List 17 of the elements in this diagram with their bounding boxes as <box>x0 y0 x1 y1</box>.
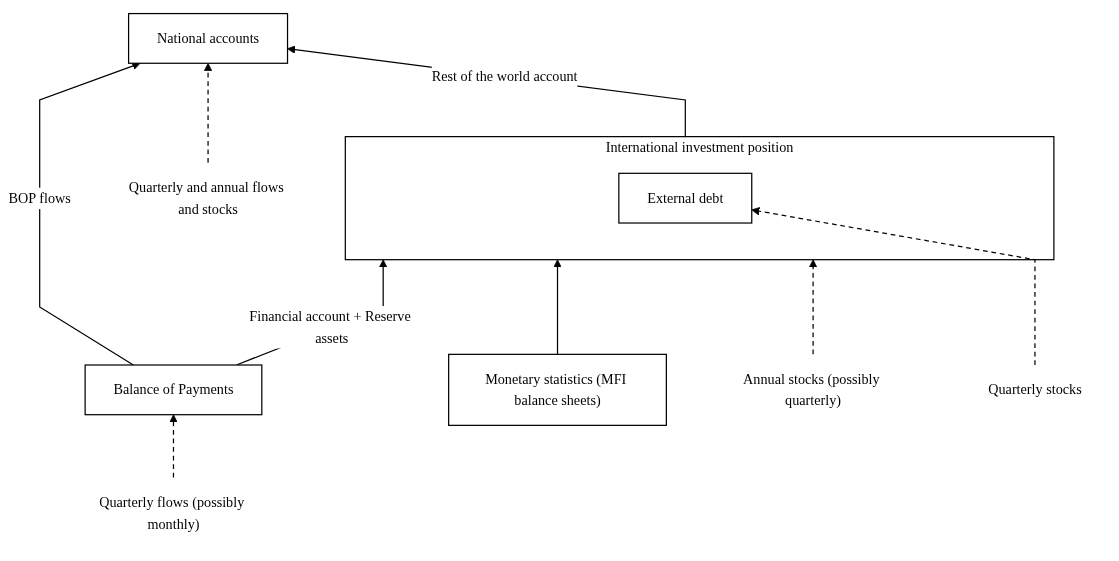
node-text: Quarterly and annual flows and stocks <box>128 179 284 216</box>
node-box: Monetary statistics (MFI balance sheets) <box>448 353 668 426</box>
edge-label: BOP flows <box>8 189 71 205</box>
node-box: Balance of Payments <box>84 363 263 415</box>
node-text: Quarterly stocks <box>988 381 1082 397</box>
arrow <box>169 413 178 478</box>
node-text: Annual stocks (possibly quarterly) <box>743 370 880 408</box>
arrow <box>287 45 687 137</box>
edge-label: Rest of the world account <box>431 68 578 84</box>
arrow <box>553 258 562 355</box>
node-box: National accounts <box>128 12 289 64</box>
node-box: External debt <box>618 172 753 224</box>
arrow <box>39 61 141 366</box>
edge-label: Financial account + Reserve assets <box>249 308 411 345</box>
arrow <box>204 62 213 163</box>
node-text: Quarterly flows (possibly monthly) <box>99 493 245 531</box>
arrow <box>751 206 1036 366</box>
